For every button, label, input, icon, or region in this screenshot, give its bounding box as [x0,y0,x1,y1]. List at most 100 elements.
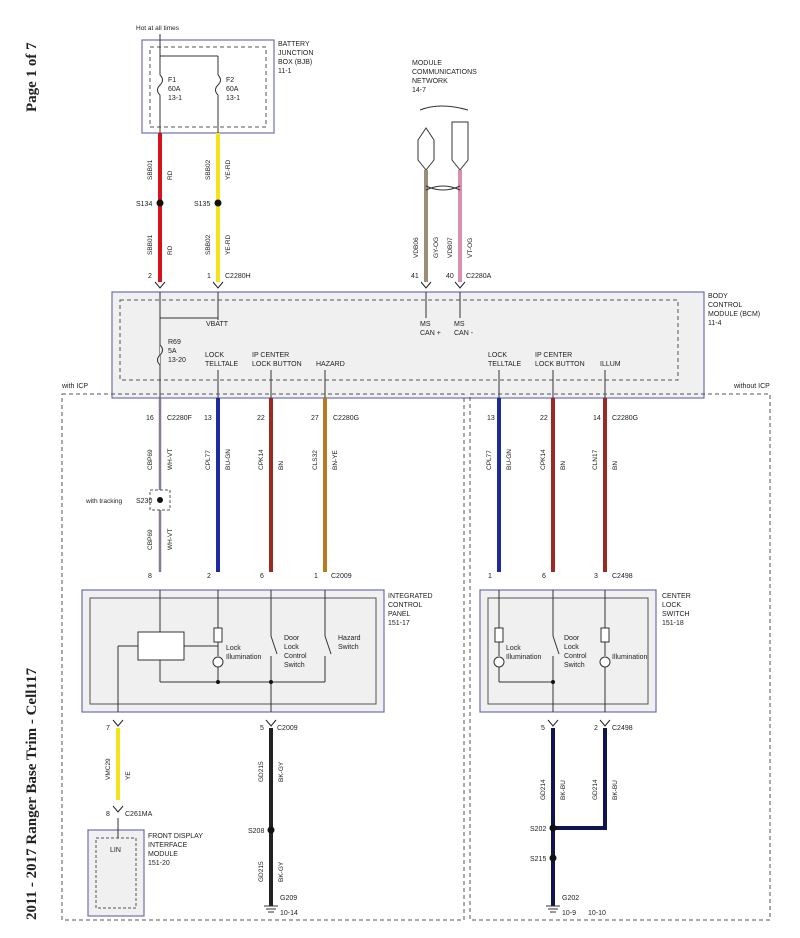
cls-illumination-right: Illumination [612,654,648,661]
center-lock-switch: CENTER LOCK SWITCH 151-18 Lock Illuminat… [479,589,691,713]
without-icp-label: without ICP [733,383,770,390]
with-tracking-label: with tracking [85,498,123,505]
hazard-switch-label-2: Switch [338,644,359,651]
f2-name: F2 [226,77,234,84]
cls-illumination-label: Illumination [506,654,542,661]
splice-s202-label: S202 [530,826,546,833]
r69-name: R69 [168,339,181,346]
ip-center-r-1: IP CENTER [535,352,572,359]
pin-1-icp: 1 [314,573,318,580]
r69-rating: 5A [168,348,177,355]
network-label-3: NETWORK [412,78,448,85]
splice-s208-label: S208 [248,828,264,835]
wire-gd215-code: GD215 [258,761,265,782]
illumination-label: Illumination [226,654,262,661]
f1-rating: 60A [168,86,181,93]
wire-sbb01-color-lower: RD [167,245,174,255]
connector-c2280h: C2280H [225,273,251,280]
pin-5-icp: 5 [260,725,264,732]
fdim-label-1: FRONT DISPLAY [148,833,203,840]
icp-label-2: CONTROL [388,602,422,609]
ground-g209-name: G209 [280,895,297,902]
icp-lower-wires: 7 5 C2009 VMC29 YE GD215 BK-GY GD215 BK-… [105,719,298,917]
wire-sbb01-color: RD [167,170,174,180]
hazard-switch-label-1: Hazard [338,635,361,642]
can-plus-arrow-icon [417,127,435,171]
cls-illum-led-icon [599,656,611,668]
cls-door-label-2: Lock [564,644,579,651]
door-lock-label-4: Switch [284,662,305,669]
pin-41: 41 [411,273,419,280]
wire-cpk14-color-right: BN [560,461,567,470]
bcm-label-1: BODY [708,293,728,300]
wire-cbp69-code: CBP69 [147,449,154,470]
wire-vdb07-code: VDB07 [447,237,454,258]
wire-cpk14-code-right: CPK14 [540,449,547,470]
module-communications-network: MODULE COMMUNICATIONS NETWORK 14-7 VDB06… [411,60,492,289]
ms-can-minus-2: CAN - [454,330,474,337]
resistor-right-icon [600,627,610,643]
ms-can-plus-1: MS [420,321,431,328]
lock-label: Lock [226,645,241,652]
ms-can-plus-2: CAN + [420,330,441,337]
icp-control-block [137,631,185,661]
wire-sbb02-color-lower: YE-RD [225,234,232,255]
connector-c2498-lower: C2498 [612,725,633,732]
fdim-label-4: 151-20 [148,860,170,867]
cls-door-label-4: Switch [564,662,585,669]
can-minus-arrow-icon [451,121,469,171]
door-lock-label-2: Lock [284,644,299,651]
pin-14: 14 [593,415,601,422]
cls-lock-led-icon [493,656,505,668]
body-control-module: BODY CONTROL MODULE (BCM) 11-4 VBATT MS … [111,291,760,399]
pin-16: 16 [146,415,154,422]
connector-c2280g-right: C2280G [612,415,638,422]
document-title: 2011 - 2017 Ranger Base Trim - Cell117 [24,667,40,920]
cls-door-switch-icon [552,635,560,655]
ground-g209-icon [264,905,278,913]
wire-cpl77-code-right: CPL77 [486,450,493,470]
pin-27: 27 [311,415,319,422]
wire-vdb06-color: GY-OG [433,237,440,258]
icp-label-1: INTEGRATED [388,593,433,600]
splice-s208-dot [267,826,275,834]
illum-label: ILLUM [600,361,621,368]
resistor-icon [213,627,223,643]
r69-ref: 13-20 [168,357,186,364]
ip-center-2: LOCK BUTTON [252,361,302,368]
splice-s215-label: S215 [530,856,546,863]
ms-can-minus-1: MS [454,321,465,328]
pin-6-cls: 6 [542,573,546,580]
pin-6-icp: 6 [260,573,264,580]
lock-telltale-r-1: LOCK [488,352,507,359]
wire-gd214-color: BK-BU [560,780,567,800]
lock-telltale-1: LOCK [205,352,224,359]
pin-7: 7 [106,725,110,732]
wire-cln17-code: CLN17 [592,449,599,470]
ground-g202-name: G202 [562,895,579,902]
region-frames: with ICP without ICP [61,383,771,921]
pin-40: 40 [446,273,454,280]
pin-13-right: 13 [487,415,495,422]
pin-1-cls: 1 [488,573,492,580]
vbatt-label: VBATT [206,321,229,328]
pin-8-icp: 8 [148,573,152,580]
lock-illumination-led-icon [212,656,224,668]
wire-gd214-code: GD214 [540,779,547,800]
ip-center-r-2: LOCK BUTTON [535,361,585,368]
network-label-4: 14-7 [412,87,426,94]
bcm-label-3: MODULE (BCM) [708,311,760,318]
wire-cls32-color: BN-YE [332,449,339,470]
splice-s134-label: S134 [136,201,152,208]
front-display-interface-module: LIN FRONT DISPLAY INTERFACE MODULE 151-2… [87,818,203,917]
power-feed-wires: S134 S135 SBB01 RD SBB02 YE-RD SBB01 RD … [136,133,251,289]
lin-label: LIN [110,847,121,854]
wire-sbb02-color: YE-RD [225,159,232,180]
battery-junction-box: Hot at all times F1 60A 13-1 F2 60A 13-1… [136,25,313,134]
connector-c2498: C2498 [612,573,633,580]
wire-sbb01-code-lower: SBB01 [147,234,154,255]
network-label-1: MODULE [412,60,442,67]
hazard-switch-icon [324,635,332,655]
cls-door-label-3: Control [564,653,587,660]
